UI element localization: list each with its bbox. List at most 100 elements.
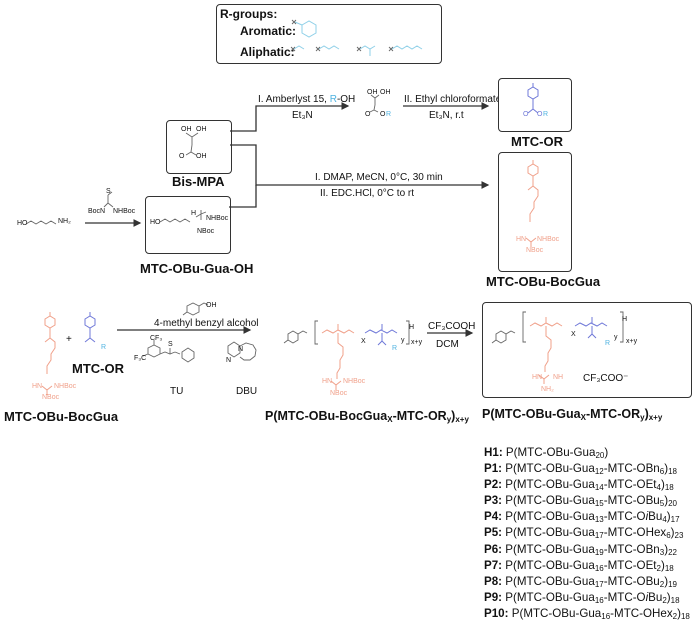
polymer-dp: 22	[668, 547, 677, 557]
polymer-id: P4:	[484, 510, 506, 524]
r-group-structures	[290, 19, 423, 56]
arrow-coupling	[230, 144, 490, 189]
fp-xy: x+y	[626, 338, 638, 345]
plus-sign: +	[66, 334, 72, 345]
pp-y: y	[401, 337, 405, 344]
butyl-group-icon	[315, 45, 340, 52]
gua-oh-nhboc: NHBoc	[206, 215, 229, 222]
polymer-comonomer-rest: Bu	[648, 510, 663, 524]
monomer-or-r: R	[101, 344, 107, 351]
aminobutanol-structure	[25, 191, 114, 225]
dbu-n2: N	[226, 357, 232, 364]
polymer-dp: 18	[680, 611, 690, 621]
pp-r: R	[392, 345, 398, 352]
polymer-dp: 23	[674, 531, 684, 541]
coupling-conditions-bottom: II. EDC.HCl, 0°C to rt	[320, 188, 415, 199]
monomer-bocgua-nboc: NBoc	[42, 394, 60, 401]
fp-hn: HN	[532, 374, 543, 381]
fp-h: H	[622, 316, 628, 323]
pp-hn: HN	[322, 378, 333, 385]
polymer-comonomer: -MTC-OBu	[603, 494, 660, 508]
hexyl-group-icon	[388, 45, 423, 52]
mtc-or-label-2: MTC-OR	[72, 361, 124, 376]
arrow-esterification	[230, 102, 350, 132]
polymer-y: 5	[659, 499, 665, 509]
polymer-x: 16	[594, 595, 604, 605]
mtc-obu-gua-oh-label: MTC-OBu-Gua-OH	[140, 261, 254, 276]
polymer-close: )	[664, 494, 669, 508]
reagent-bocn: BocN	[88, 208, 106, 215]
step2-conditions-bottom: Et₃N, r.t	[429, 110, 464, 121]
polymer-dp: 18	[664, 563, 674, 573]
initiator-catalyst-structures	[142, 302, 257, 363]
polymer-close: )	[660, 478, 665, 492]
polymer-dp: 19	[668, 579, 677, 589]
dbu-n: N	[238, 346, 244, 353]
polymer-dp: 18	[664, 483, 674, 493]
polymer-formula: P(MTC-OBu-Gua	[511, 606, 602, 620]
monomer-pair-structures	[41, 312, 96, 395]
tu-f3c: F₃C	[134, 355, 147, 362]
diol-ester-structure	[369, 94, 380, 113]
aminobutanol-nh2: NH₂	[58, 218, 71, 225]
polymer-formula: P(MTC-OBu-Gua	[505, 462, 595, 476]
polymer-formula: P(MTC-OBu-Gua	[505, 558, 595, 572]
polymer-list-item: P7: P(MTC-OBu-Gua16-MTC-OEt2)18	[484, 559, 690, 575]
diol-o2: O	[380, 111, 386, 118]
polymer-formula: P(MTC-OBu-Gua	[505, 446, 596, 459]
polymer-id: P8:	[484, 574, 506, 588]
tu-label: TU	[170, 386, 184, 397]
polymer-comonomer-rest: Bu	[648, 590, 663, 604]
polymer-x: 13	[594, 515, 604, 525]
mtc-obu-bocgua-label-2: MTC-OBu-BocGua	[4, 409, 119, 424]
polymer-x: 17	[594, 579, 604, 589]
polymer-formula: P(MTC-OBu-Gua	[505, 590, 595, 604]
diol-r: R	[386, 111, 392, 118]
final-polymer-box	[482, 302, 692, 398]
diol-o1: O	[365, 111, 371, 118]
gua-oh-nboc: NBoc	[197, 228, 215, 235]
polymer-x: 17	[594, 531, 604, 541]
polymer-formula: P(MTC-OBu-Gua	[505, 526, 595, 540]
polymer-comonomer: -MTC-OHex	[610, 606, 673, 620]
gua-oh-structure	[159, 210, 207, 223]
polymer-x: 16	[594, 563, 604, 573]
r-groups-title: R-groups:	[220, 7, 278, 21]
polymer-comonomer: -MTC-OHex	[603, 526, 667, 540]
aromatic-label: Aromatic:	[240, 24, 297, 38]
coupling-conditions-top: I. DMAP, MeCN, 0°C, 30 min	[315, 172, 443, 183]
dbu-label: DBU	[236, 386, 258, 397]
r-groups-box	[216, 4, 442, 64]
polymer-x: 15	[594, 499, 604, 509]
deprotect-conditions-bottom: DCM	[436, 339, 459, 350]
polymer-y: 2	[656, 563, 661, 573]
fp-x: X	[571, 331, 576, 338]
polymer-x: 20	[595, 451, 605, 460]
pp-nhboc: NHBoc	[343, 378, 366, 385]
polymer-close: )	[670, 526, 675, 540]
monomer-bocgua-nhboc: NHBoc	[54, 383, 77, 390]
polymer-y: 4	[656, 483, 661, 493]
polymer-close: )	[660, 558, 665, 572]
diol-oh1: OH	[367, 89, 378, 96]
polymer-list-item: P4: P(MTC-OBu-Gua13-MTC-OiBu4)17	[484, 510, 690, 526]
polymer-formula: P(MTC-OBu-Gua	[505, 542, 595, 556]
protected-polymer-label: P(MTC-OBu-BocGuaX-MTC-ORy)x+y	[265, 409, 469, 424]
polymer-x: 12	[594, 467, 604, 477]
polymer-close: )	[664, 542, 669, 556]
polymer-dp: 20	[668, 499, 677, 509]
polymer-id: P2:	[484, 478, 506, 492]
bis-mpa-label: Bis-MPA	[172, 174, 225, 189]
bis-mpa-oh3: OH	[196, 153, 207, 160]
final-polymer-label: P(MTC-OBu-GuaX-MTC-ORy)x+y	[482, 407, 663, 422]
initiator-label: 4-methyl benzyl alcohol	[154, 318, 259, 329]
polymer-close: )	[666, 510, 671, 524]
bocgua-nboc: NBoc	[526, 247, 544, 254]
polymer-id: P5:	[484, 526, 506, 540]
pp-xy: x+y	[411, 339, 423, 346]
bis-mpa-oh1: OH	[181, 126, 192, 133]
polymer-x: 16	[601, 611, 611, 621]
reaction-arrows	[85, 102, 490, 337]
polymer-y: 6	[666, 531, 671, 541]
polymer-close: )	[664, 462, 669, 476]
